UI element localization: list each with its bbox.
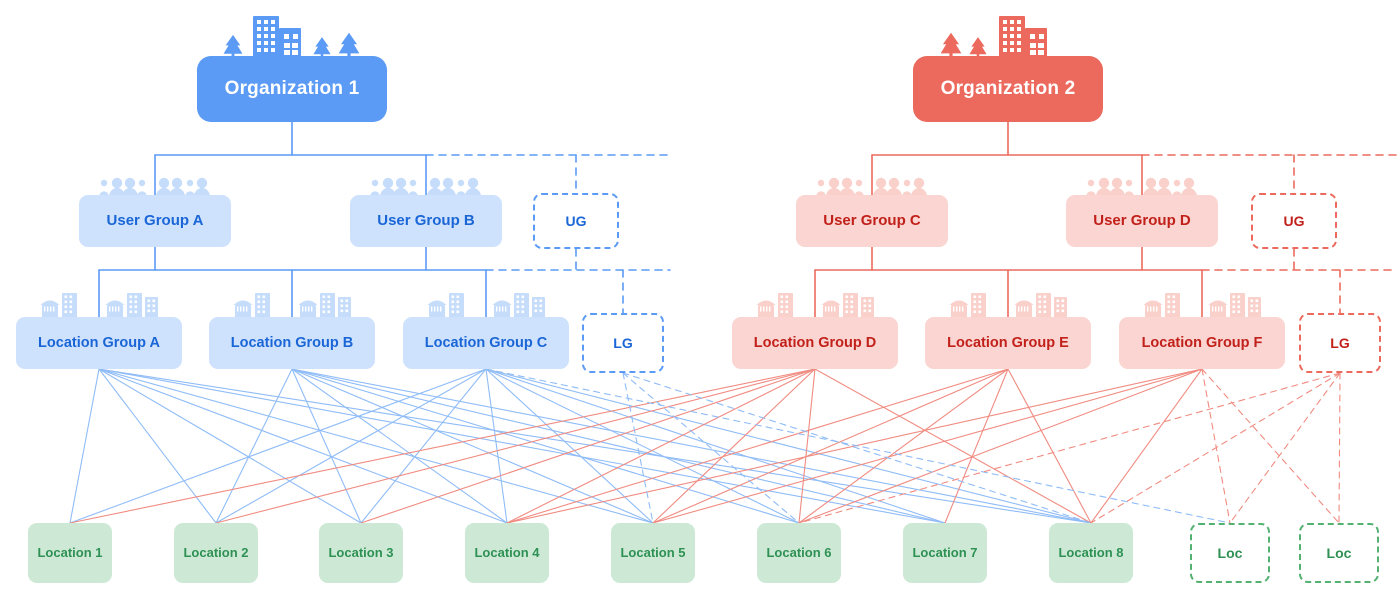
- user-group-node-a[interactable]: User Group A: [79, 195, 231, 247]
- user-group-label: User Group B: [377, 212, 475, 229]
- location-node-1[interactable]: Location 1: [28, 523, 112, 583]
- location-group-node-f[interactable]: Location Group F: [1119, 317, 1285, 369]
- user-group-label: User Group D: [1093, 212, 1191, 229]
- location-group-placeholder-blue[interactable]: LG: [582, 313, 664, 373]
- location-group-label: Location Group F: [1142, 335, 1263, 352]
- location-group-node-e[interactable]: Location Group E: [925, 317, 1091, 369]
- location-group-node-a[interactable]: Location Group A: [16, 317, 182, 369]
- location-group-label: Location Group C: [425, 335, 547, 352]
- location-group-placeholder-red[interactable]: LG: [1299, 313, 1381, 373]
- location-node-4[interactable]: Location 4: [465, 523, 549, 583]
- org-label: Organization 1: [225, 78, 360, 100]
- location-group-label: Location Group B: [231, 335, 353, 352]
- user-group-placeholder-blue[interactable]: UG: [533, 193, 619, 249]
- location-node-8[interactable]: Location 8: [1049, 523, 1133, 583]
- user-group-placeholder-label: UG: [1284, 213, 1305, 229]
- location-group-label: Location Group E: [947, 335, 1069, 352]
- location-group-placeholder-label: LG: [1330, 335, 1349, 351]
- location-node-3[interactable]: Location 3: [319, 523, 403, 583]
- user-group-node-d[interactable]: User Group D: [1066, 195, 1218, 247]
- location-label: Location 8: [1058, 546, 1123, 561]
- location-group-node-b[interactable]: Location Group B: [209, 317, 375, 369]
- location-node-6[interactable]: Location 6: [757, 523, 841, 583]
- location-label: Location 7: [912, 546, 977, 561]
- location-node-5[interactable]: Location 5: [611, 523, 695, 583]
- location-group-placeholder-label: LG: [613, 335, 632, 351]
- location-group-label: Location Group D: [754, 335, 876, 352]
- location-group-node-d[interactable]: Location Group D: [732, 317, 898, 369]
- location-label: Location 3: [328, 546, 393, 561]
- location-group-label: Location Group A: [38, 335, 160, 352]
- location-node-2[interactable]: Location 2: [174, 523, 258, 583]
- org-label: Organization 2: [941, 78, 1076, 100]
- location-group-node-c[interactable]: Location Group C: [403, 317, 569, 369]
- location-placeholder-2[interactable]: Loc: [1299, 523, 1379, 583]
- user-group-node-b[interactable]: User Group B: [350, 195, 502, 247]
- location-node-7[interactable]: Location 7: [903, 523, 987, 583]
- org-node-organization-1[interactable]: Organization 1: [197, 56, 387, 122]
- location-label: Location 4: [474, 546, 539, 561]
- user-group-placeholder-red[interactable]: UG: [1251, 193, 1337, 249]
- user-group-placeholder-label: UG: [566, 213, 587, 229]
- location-label: Location 6: [766, 546, 831, 561]
- location-placeholder-1[interactable]: Loc: [1190, 523, 1270, 583]
- user-group-label: User Group C: [823, 212, 921, 229]
- location-placeholder-label: Loc: [1218, 545, 1243, 561]
- location-label: Location 2: [183, 546, 248, 561]
- user-group-node-c[interactable]: User Group C: [796, 195, 948, 247]
- location-label: Location 1: [37, 546, 102, 561]
- org-node-organization-2[interactable]: Organization 2: [913, 56, 1103, 122]
- location-label: Location 5: [620, 546, 685, 561]
- user-group-label: User Group A: [107, 212, 204, 229]
- location-placeholder-label: Loc: [1327, 545, 1352, 561]
